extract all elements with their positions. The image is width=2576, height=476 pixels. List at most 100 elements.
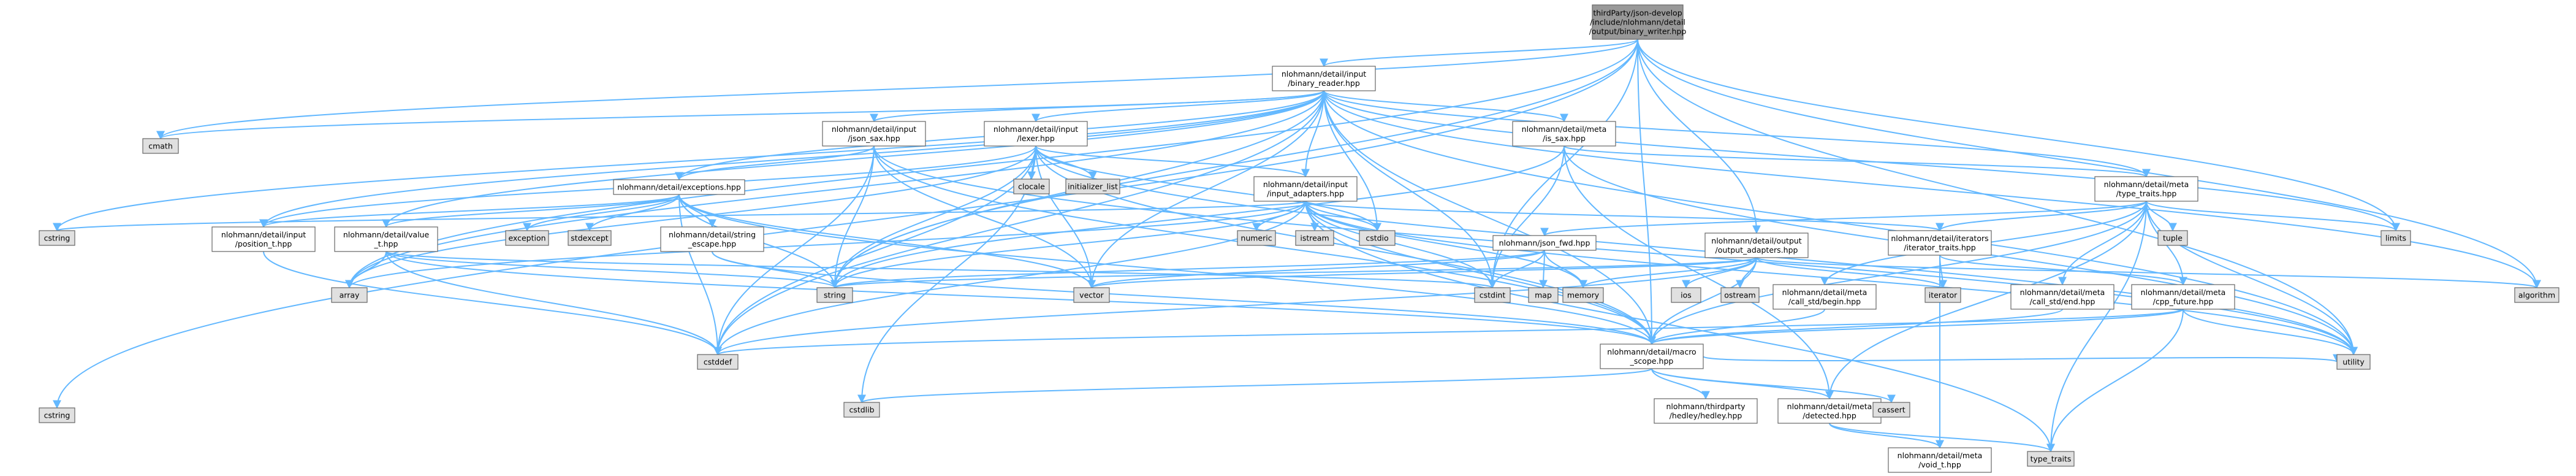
node-is_sax[interactable]: nlohmann/detail/meta/is_sax.hpp xyxy=(1512,121,1616,147)
node-output_adapters-label-line: nlohmann/detail/output xyxy=(1711,236,1802,245)
edge-json_fwd-to-string xyxy=(830,250,1545,289)
node-call_std_begin-label-line: /call_std/begin.hpp xyxy=(1788,297,1861,306)
node-output_adapters[interactable]: nlohmann/detail/output/output_adapters.h… xyxy=(1704,232,1809,258)
node-exception-box xyxy=(505,230,549,246)
node-json_fwd-box xyxy=(1492,235,1597,251)
node-macro_scope[interactable]: nlohmann/detail/macro_scope.hpp xyxy=(1600,344,1704,369)
node-position_t-label-line: /position_t.hpp xyxy=(235,239,292,248)
node-cstdio-box xyxy=(1359,230,1396,246)
edge-binary_reader-to-cstdint xyxy=(1323,90,1497,289)
edge-value_t-to-string xyxy=(386,251,839,289)
node-lexer-label-line: /lexer.hpp xyxy=(1017,134,1055,143)
node-vector-box xyxy=(1073,287,1110,303)
edge-binary_reader-to-type_traits_hpp xyxy=(1323,90,2151,178)
node-clocale-label-line: clocale xyxy=(1018,182,1045,191)
node-json_sax[interactable]: nlohmann/detail/input/json_sax.hpp xyxy=(822,121,926,147)
node-type_traits_hpp-box xyxy=(2094,176,2198,202)
node-map-box xyxy=(1528,287,1559,303)
node-input_adapters[interactable]: nlohmann/detail/input/input_adapters.hpp xyxy=(1253,176,1358,202)
node-cstddef-label-line: cstddef xyxy=(704,358,732,367)
edge-input_adapters-to-iterator_traits xyxy=(1305,201,1944,232)
node-cstdint-box xyxy=(1474,287,1511,303)
node-json_sax-label-line: nlohmann/detail/input xyxy=(832,125,916,134)
node-array-box xyxy=(331,287,368,303)
edge-binary_reader-to-algorithm xyxy=(1323,90,2541,289)
node-limits: limits xyxy=(2380,230,2411,246)
edge-value_t-to-cstdint xyxy=(386,251,1497,289)
node-clocale-box xyxy=(1013,178,1050,194)
edge-json_sax-to-exceptions xyxy=(675,145,875,181)
node-lexer[interactable]: nlohmann/detail/input/lexer.hpp xyxy=(984,121,1088,147)
node-exceptions[interactable]: nlohmann/detail/exceptions.hpp xyxy=(613,179,745,195)
node-memory-box xyxy=(1562,287,1604,303)
node-string_escape-label-line: nlohmann/detail/string xyxy=(669,230,756,239)
edge-value_t-to-cstddef xyxy=(386,251,722,356)
node-output_adapters-box xyxy=(1704,232,1809,258)
node-lexer-box xyxy=(984,121,1088,147)
edge-json_sax-to-vector xyxy=(873,145,1096,289)
node-ios-box xyxy=(1671,287,1701,303)
node-array: array xyxy=(331,287,368,303)
node-call_std_end[interactable]: nlohmann/detail/meta/call_std/end.hpp xyxy=(2010,284,2114,310)
node-clocale: clocale xyxy=(1013,178,1050,194)
node-is_sax-label-line: nlohmann/detail/meta xyxy=(1522,125,1607,134)
edge-binary_reader-to-cstddef xyxy=(713,90,1324,356)
node-cpp_future[interactable]: nlohmann/detail/meta/cpp_future.hpp xyxy=(2131,284,2235,310)
edge-input_adapters-to-type_traits_sys xyxy=(1305,201,2055,453)
node-cassert: cassert xyxy=(1872,402,1910,418)
edge-output_adapters-to-macro_scope xyxy=(1647,257,1757,345)
node-hedley[interactable]: nlohmann/thirdparty/hedley/hedley.hpp xyxy=(1654,398,1758,424)
node-initializer_list: initializer_list xyxy=(1065,178,1120,194)
node-vector: vector xyxy=(1073,287,1110,303)
node-initializer_list-label-line: initializer_list xyxy=(1068,182,1118,191)
edge-macro_scope-to-hedley xyxy=(1651,368,1710,400)
edge-type_traits_hpp-to-iterator_traits xyxy=(1936,201,2147,232)
edge-json_sax-to-utility xyxy=(873,145,2358,356)
edge-string_escape-to-macro_scope xyxy=(712,251,1656,345)
node-root[interactable]: thirdParty/json-develop/include/nlohmann… xyxy=(1589,4,1687,40)
node-cstdlib-box xyxy=(843,402,880,418)
node-string-label-line: string xyxy=(824,291,846,300)
node-detected-box xyxy=(1777,398,1882,424)
edge-input_adapters-to-cstring2 xyxy=(53,201,1306,232)
node-exceptions-label-line: nlohmann/detail/exceptions.hpp xyxy=(617,183,741,192)
edge-is_sax-to-detected xyxy=(1563,145,1834,400)
node-value_t[interactable]: nlohmann/detail/value_t.hpp xyxy=(334,226,438,252)
node-root-label-line: /include/nlohmann/detail xyxy=(1590,18,1685,27)
node-json_fwd[interactable]: nlohmann/json_fwd.hpp xyxy=(1492,235,1597,251)
node-ostream: ostream xyxy=(1720,287,1760,303)
node-cpp_future-label-line: /cpp_future.hpp xyxy=(2153,297,2214,306)
edge-exceptions-to-value_t xyxy=(382,194,680,228)
node-void_t-label-line: /void_t.hpp xyxy=(1918,460,1961,469)
node-position_t[interactable]: nlohmann/detail/input/position_t.hpp xyxy=(211,226,316,252)
node-call_std_begin-box xyxy=(1772,284,1877,310)
edge-binary_reader-to-input_adapters xyxy=(1301,90,1324,178)
edge-binary_reader-to-is_sax xyxy=(1323,90,1568,123)
edge-exceptions-to-cstddef xyxy=(678,194,722,356)
node-detected-label-line: /detected.hpp xyxy=(1803,411,1856,420)
node-cassert-box xyxy=(1872,402,1910,418)
node-is_sax-label-line: /is_sax.hpp xyxy=(1543,134,1586,143)
node-numeric: numeric xyxy=(1237,230,1276,246)
node-detected[interactable]: nlohmann/detail/meta/detected.hpp xyxy=(1777,398,1882,424)
edge-exceptions-to-stdexcept xyxy=(585,194,680,232)
edge-output_adapters-to-vector xyxy=(1087,257,1757,289)
node-binary_reader[interactable]: nlohmann/detail/input/binary_reader.hpp xyxy=(1272,66,1376,91)
node-cstdint-label-line: cstdint xyxy=(1480,291,1506,300)
edge-binary_reader-to-lexer xyxy=(1032,90,1324,123)
node-exception-label-line: exception xyxy=(508,234,545,243)
node-string_escape[interactable]: nlohmann/detail/string_escape.hpp xyxy=(660,226,764,252)
edge-input_adapters-to-utility xyxy=(1305,201,2358,356)
node-void_t[interactable]: nlohmann/detail/meta/void_t.hpp xyxy=(1888,447,1992,473)
edge-binary_reader-to-cmath xyxy=(156,90,1324,140)
node-type_traits_hpp[interactable]: nlohmann/detail/meta/type_traits.hpp xyxy=(2094,176,2198,202)
node-exceptions-box xyxy=(613,179,745,195)
node-ios: ios xyxy=(1671,287,1701,303)
node-cpp_future-label-line: nlohmann/detail/meta xyxy=(2141,288,2226,297)
node-macro_scope-box xyxy=(1600,344,1704,369)
node-detected-label-line: nlohmann/detail/meta xyxy=(1787,402,1872,411)
node-iterator_traits[interactable]: nlohmann/detail/iterators/iterator_trait… xyxy=(1888,230,1992,256)
edge-output_adapters-to-algorithm xyxy=(1756,257,2541,289)
node-call_std_begin[interactable]: nlohmann/detail/meta/call_std/begin.hpp xyxy=(1772,284,1877,310)
